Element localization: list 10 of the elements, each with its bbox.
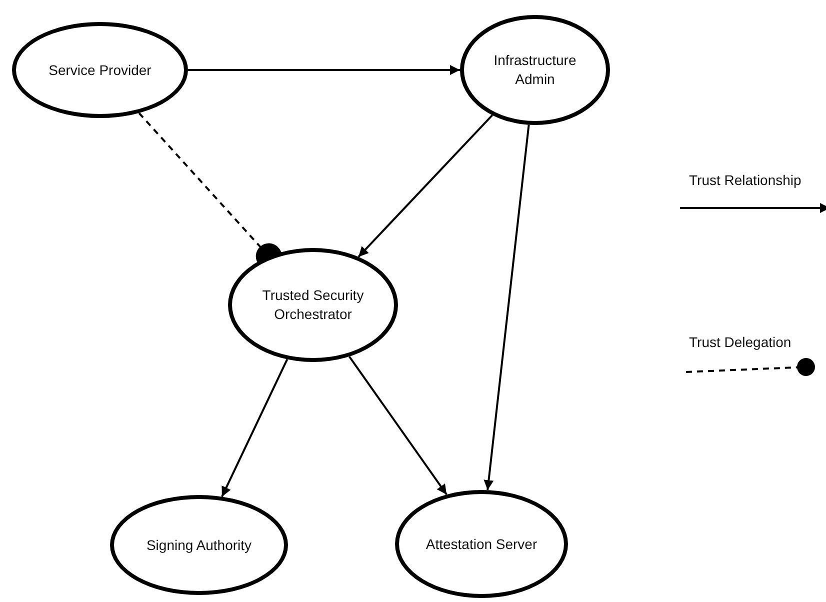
arrow	[188, 65, 460, 75]
node-label: Signing Authority	[146, 536, 252, 554]
node-label: Infrastructure Admin	[492, 51, 578, 89]
legend-label: Trust Delegation	[689, 334, 792, 350]
arrow	[358, 114, 494, 258]
node-label: Attestation Server	[426, 534, 538, 554]
legend-label: Trust Relationship	[689, 172, 802, 188]
node-label: Service Provider	[48, 60, 152, 80]
arrow	[484, 124, 530, 490]
node-label: Trusted Security Orchestrator	[261, 286, 365, 324]
